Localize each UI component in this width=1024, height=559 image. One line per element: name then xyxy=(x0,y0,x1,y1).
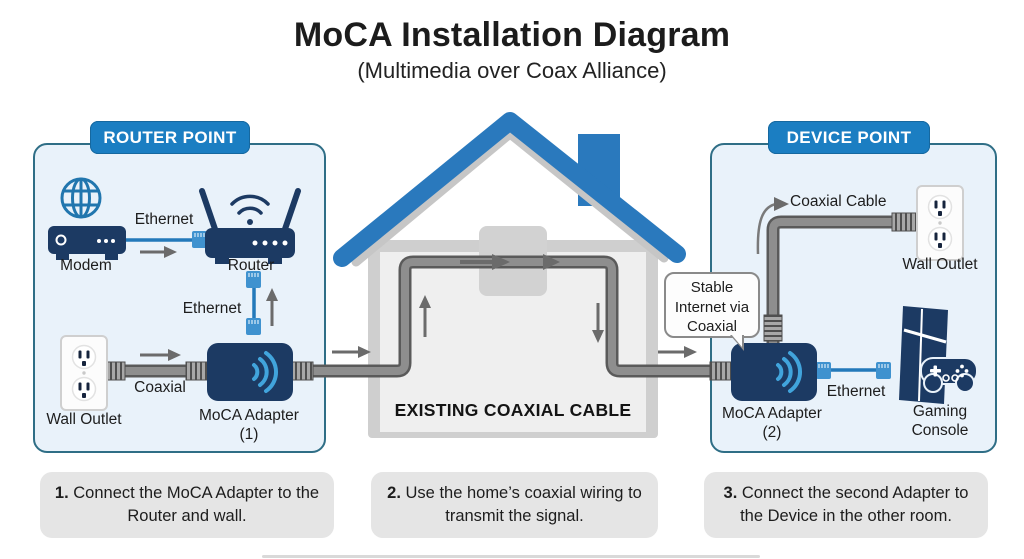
wall-outlet-right-label: Wall Outlet xyxy=(902,256,978,273)
wall-outlet-right-icon xyxy=(916,185,964,261)
ethernet-label-right: Ethernet xyxy=(826,383,886,400)
flow-arrows xyxy=(140,197,789,361)
stable-internet-callout: Stable Internet via Coaxial xyxy=(664,272,760,351)
wall-outlet-left-icon xyxy=(60,335,108,411)
moca-adapter-1-label: MoCA Adapter (1) xyxy=(199,407,299,444)
coaxial-label: Coaxial xyxy=(134,379,186,396)
moca-adapter-2-label: MoCA Adapter (2) xyxy=(722,405,822,442)
ethernet-label-mid: Ethernet xyxy=(182,300,242,317)
gaming-console-icon xyxy=(899,306,978,404)
house-icon xyxy=(333,112,686,438)
step-2-text: Use the home’s coaxial wiring to transmi… xyxy=(405,484,642,525)
step-1-text: Connect the MoCA Adapter to the Router a… xyxy=(73,484,320,525)
globe-icon xyxy=(60,177,102,219)
page-title: MoCA Installation Diagram xyxy=(293,16,731,54)
roof xyxy=(333,112,686,267)
step-2-number: 2. xyxy=(387,484,401,502)
modem-icon xyxy=(48,226,126,260)
device-point-badge: DEVICE POINT xyxy=(768,121,930,154)
step-3-text: Connect the second Adapter to the Device… xyxy=(740,484,969,525)
moca-adapter-1-icon xyxy=(205,341,295,403)
router-label: Router xyxy=(227,257,275,274)
ethernet-label-top: Ethernet xyxy=(134,211,194,228)
router-icon xyxy=(199,188,301,264)
existing-coaxial-cable-caption: EXISTING COAXIAL CABLE xyxy=(394,400,632,420)
step-1: 1. Connect the MoCA Adapter to the Route… xyxy=(40,472,334,538)
step-3-number: 3. xyxy=(723,484,738,502)
ethernet-cables xyxy=(124,230,892,380)
bottom-edge-artifact xyxy=(262,555,760,558)
step-3: 3. Connect the second Adapter to the Dev… xyxy=(704,472,988,538)
wall-outlet-left-label: Wall Outlet xyxy=(46,411,122,428)
step-1-number: 1. xyxy=(54,484,69,502)
coaxial-cable-label: Coaxial Cable xyxy=(790,193,887,210)
modem-label: Modem xyxy=(60,257,112,274)
gaming-console-label: Gaming Console xyxy=(911,403,969,440)
step-2: 2. Use the home’s coaxial wiring to tran… xyxy=(371,472,658,538)
moca-adapter-2-icon xyxy=(729,341,819,403)
router-point-badge: ROUTER POINT xyxy=(90,121,250,154)
page-subtitle: (Multimedia over Coax Alliance) xyxy=(357,58,667,83)
